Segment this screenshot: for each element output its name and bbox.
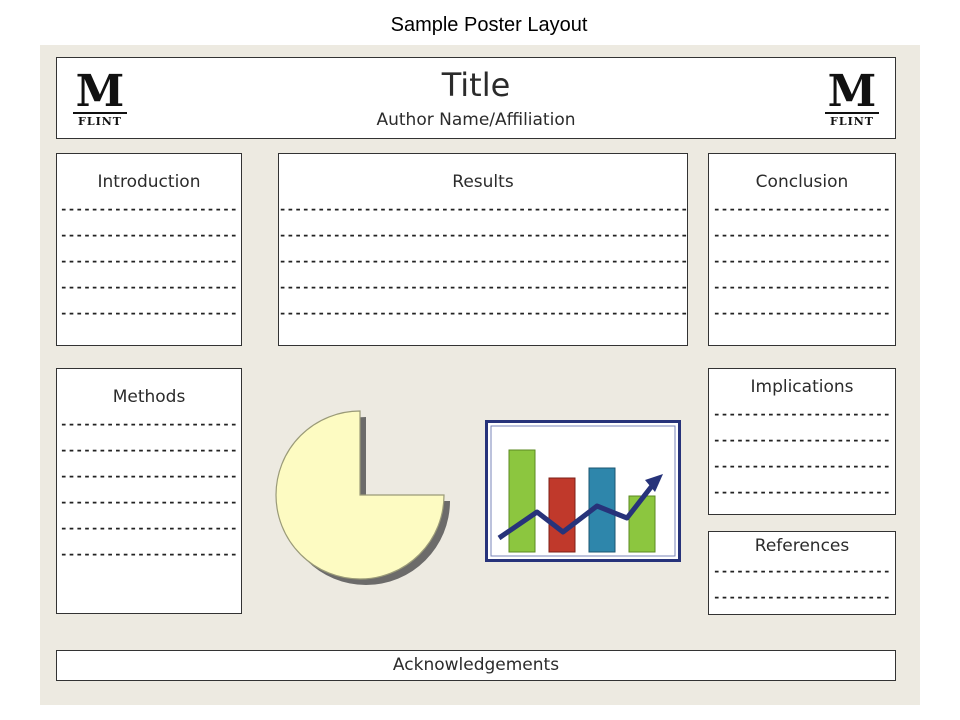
implications-box: Implications ----------------------- ---… <box>708 368 896 515</box>
dash-line: ----------------------- <box>60 547 238 561</box>
dash-line: ----------------------- <box>713 590 891 604</box>
conclusion-heading: Conclusion <box>755 172 849 192</box>
author-affiliation: Author Name/Affiliation <box>376 110 576 130</box>
dash-line: ----------------------------------------… <box>279 202 687 216</box>
dash-line: ----------------------- <box>713 459 891 473</box>
references-lines: ----------------------- ----------------… <box>709 558 895 610</box>
umflint-logo-left: M FLINT <box>73 70 127 128</box>
dash-line: ----------------------- <box>713 433 891 447</box>
pie-slice <box>275 410 445 580</box>
dash-line: ----------------------------------------… <box>279 306 687 320</box>
poster-title: Title <box>441 66 511 104</box>
bar-red <box>548 477 576 553</box>
references-heading: References <box>754 536 850 556</box>
slide-title: Sample Poster Layout <box>390 14 588 36</box>
results-heading: Results <box>452 172 514 192</box>
bar-green-2 <box>628 495 656 553</box>
dash-line: ----------------------- <box>60 202 238 216</box>
dash-line: ----------------------- <box>60 254 238 268</box>
umflint-logo-right: M FLINT <box>825 70 879 128</box>
dash-line: ----------------------- <box>60 443 238 457</box>
dash-line: ----------------------- <box>60 469 238 483</box>
dash-line: ----------------------- <box>713 254 891 268</box>
dash-line: ----------------------------------------… <box>279 228 687 242</box>
dash-line: ----------------------- <box>713 407 891 421</box>
dash-line: ----------------------- <box>713 485 891 499</box>
trend-line <box>497 480 657 541</box>
bar-chart-graphic <box>485 420 681 562</box>
poster-canvas: M FLINT Title Author Name/Affiliation M … <box>40 45 920 705</box>
implications-lines: ----------------------- ----------------… <box>709 401 895 505</box>
dash-line: ----------------------- <box>60 306 238 320</box>
introduction-lines: ----------------------- ----------------… <box>57 196 241 326</box>
dash-line: ----------------------- <box>713 228 891 242</box>
dash-line: ----------------------- <box>60 521 238 535</box>
references-box: References ----------------------- -----… <box>708 531 896 615</box>
introduction-box: Introduction ----------------------- ---… <box>56 153 242 346</box>
implications-heading: Implications <box>750 377 854 397</box>
trend-arrowhead <box>645 474 663 492</box>
dash-line: ----------------------------------------… <box>279 280 687 294</box>
results-lines: ----------------------------------------… <box>279 196 687 326</box>
acknowledgements-box: Acknowledgements <box>56 650 896 681</box>
conclusion-box: Conclusion ----------------------- -----… <box>708 153 896 346</box>
methods-lines: ----------------------- ----------------… <box>57 411 241 567</box>
results-box: Results --------------------------------… <box>278 153 688 346</box>
conclusion-lines: ----------------------- ----------------… <box>709 196 895 326</box>
dash-line: ----------------------- <box>713 564 891 578</box>
bar-green-1 <box>508 449 536 553</box>
poster-header: M FLINT Title Author Name/Affiliation M … <box>56 57 896 139</box>
acknowledgements-heading: Acknowledgements <box>392 655 560 675</box>
methods-heading: Methods <box>112 387 186 407</box>
methods-box: Methods ----------------------- --------… <box>56 368 242 614</box>
dash-line: ----------------------- <box>60 228 238 242</box>
dash-line: ----------------------- <box>60 280 238 294</box>
dash-line: ----------------------- <box>60 417 238 431</box>
dash-line: ----------------------- <box>713 306 891 320</box>
dash-line: ----------------------------------------… <box>279 254 687 268</box>
pie-chart-graphic <box>275 410 450 585</box>
dash-line: ----------------------- <box>713 280 891 294</box>
dash-line: ----------------------- <box>713 202 891 216</box>
introduction-heading: Introduction <box>97 172 201 192</box>
dash-line: ----------------------- <box>60 495 238 509</box>
